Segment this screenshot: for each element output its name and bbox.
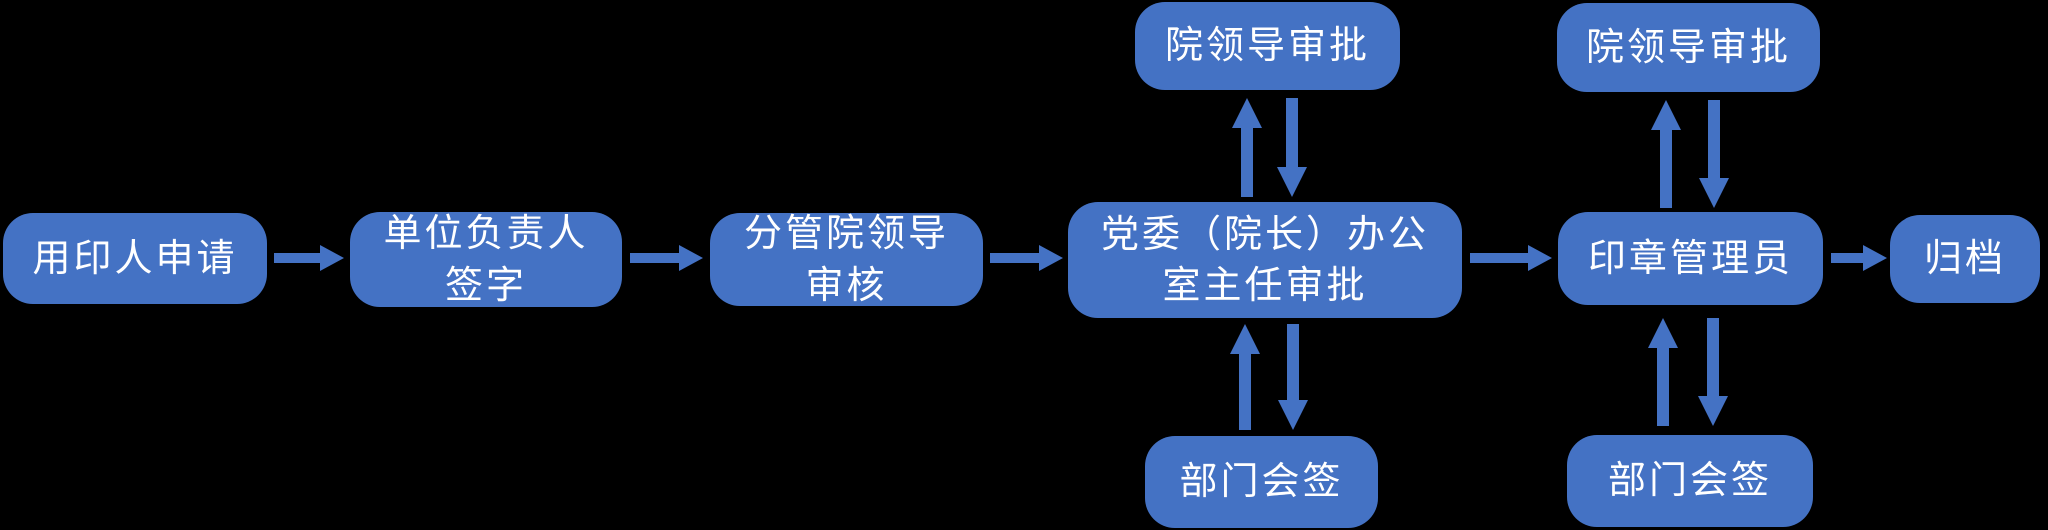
- node-leader-approval-top-2: 院领导审批: [1557, 3, 1820, 92]
- arrow-right-icon: [1470, 245, 1552, 271]
- arrow-down-icon: [1278, 324, 1308, 430]
- node-leader-approval-top-1: 院领导审批: [1135, 2, 1400, 90]
- arrow-up-icon: [1230, 324, 1260, 430]
- node-office-director-approval-label: 党委（院长）办公 室主任审批: [1100, 211, 1429, 307]
- node-dept-countersign-1: 部门会签: [1145, 436, 1378, 528]
- arrow-up-icon: [1651, 100, 1681, 208]
- node-applicant: 用印人申请: [3, 213, 267, 304]
- node-seal-admin-label: 印章管理员: [1587, 235, 1793, 280]
- node-archive: 归档: [1890, 215, 2040, 303]
- node-dept-countersign-1-label: 部门会签: [1179, 459, 1344, 504]
- node-leader-approval-top-1-label: 院领导审批: [1164, 23, 1370, 68]
- node-dept-countersign-2: 部门会签: [1567, 435, 1813, 527]
- arrow-up-icon: [1648, 318, 1678, 426]
- node-deputy-leader-review-label: 分管院领导 审核: [743, 211, 949, 307]
- node-leader-approval-top-2-label: 院领导审批: [1585, 24, 1791, 69]
- arrow-right-icon: [630, 245, 703, 271]
- node-unit-leader-sign: 单位负责人 签字: [350, 211, 622, 307]
- arrow-right-icon: [274, 245, 344, 271]
- arrow-down-icon: [1277, 98, 1307, 197]
- arrow-down-icon: [1699, 100, 1729, 208]
- arrow-right-icon: [1831, 245, 1887, 271]
- node-unit-leader-sign-label: 单位负责人 签字: [383, 211, 589, 307]
- node-seal-admin: 印章管理员: [1558, 212, 1823, 305]
- node-applicant-label: 用印人申请: [32, 235, 238, 280]
- arrow-down-icon: [1698, 318, 1728, 426]
- node-dept-countersign-2-label: 部门会签: [1607, 458, 1772, 503]
- node-archive-label: 归档: [1923, 236, 2006, 281]
- arrow-right-icon: [990, 245, 1063, 271]
- node-office-director-approval: 党委（院长）办公 室主任审批: [1068, 202, 1462, 318]
- node-deputy-leader-review: 分管院领导 审核: [710, 211, 983, 307]
- arrow-up-icon: [1232, 98, 1262, 197]
